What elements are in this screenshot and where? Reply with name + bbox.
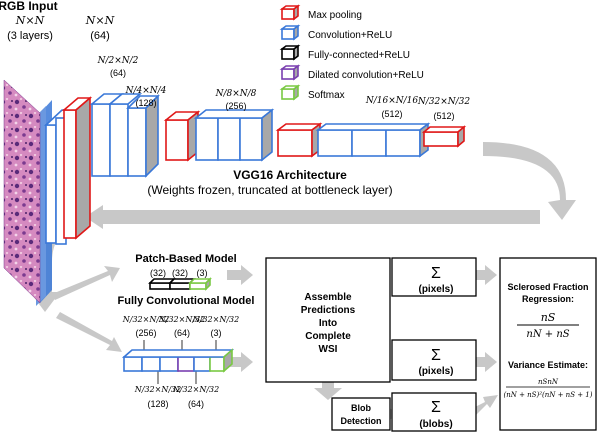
sum-box-fcn [391,339,477,381]
sum-symbol-2: Σ [431,347,441,364]
legend-swatch-side [293,64,299,81]
arrow-to-blob [314,382,342,400]
legend-label: Max pooling [308,10,362,21]
fcn-model-title: Fully Convolutional Model [118,295,255,307]
tissue-image [3,79,41,304]
fcn-bottom-dims-1: N/32×N/32 [134,385,181,394]
fcn-top-ch-3: (3) [211,328,222,338]
patch-model-title: Patch-Based Model [135,253,236,265]
return-bar-head [85,205,103,229]
svg-text:Into: Into [319,318,337,329]
vgg-blocks [43,93,467,245]
legend-swatch [281,8,295,20]
regression-title-2: Regression: [522,294,574,304]
sum-symbol-1: Σ [431,265,441,282]
legend-label: Fully-connected+ReLU [308,50,410,61]
assemble-text: Assemble Predictions Into Complete WSI [301,292,356,355]
fcn-bottom-ch-1: (128) [147,399,168,409]
legend-swatch [281,48,295,60]
sum-label-3: (blobs) [419,419,452,430]
arrow-to-fcn [56,312,122,352]
patch-ch-2: (32) [172,268,188,278]
fcn-bottom-ch-2: (64) [188,399,204,409]
legend-swatch-side [293,84,299,101]
svg-text:Predictions: Predictions [301,305,356,316]
sum-box-patch [391,257,477,297]
fcn-top-ch-1: (256) [135,328,156,338]
legend-swatch [281,88,295,100]
stage-3 [163,108,275,162]
legend-entry: Convolution+ReLU [279,24,392,41]
legend-entry: Fully-connected+ReLU [279,44,410,61]
sum-box-blobs [391,392,477,432]
legend-entry: Dilated convolution+ReLU [279,64,424,81]
arrow-to-patch [52,266,120,300]
fcn-top-dims-3: N/32×N/32 [192,315,239,324]
blob-detection-box [331,397,391,431]
patch-ch-3: (3) [197,268,208,278]
legend-label: Convolution+ReLU [308,30,392,41]
input-dims: N×N [15,14,45,27]
stage-5 [421,125,467,148]
svg-text:Assemble: Assemble [304,292,352,303]
input-title: RGB Input [0,0,58,13]
stage-label-5-dims: N/16×N/16 [365,96,419,106]
fcn-top-dims-2: N/32×N/32 [158,315,205,324]
regression-title: Sclerosed Fraction [507,282,588,292]
legend-entry: Max pooling [279,4,362,21]
curve-arrow-right [483,142,576,220]
stage-label-4-dims: N/8×N/8 [215,89,257,99]
stage-label-6-ch: (512) [433,111,454,121]
stage-label-3-ch: (128) [135,98,156,108]
stage-2 [89,93,160,178]
assemble-box [265,257,391,383]
stage-1 [43,96,93,245]
regression-numerator: nS [541,311,556,324]
stage-label-3-dims: N/4×N/4 [125,86,167,96]
regression-denominator: nN + nS [526,329,569,340]
fcn-model-layers [121,348,235,373]
variance-title: Variance Estimate: [508,360,588,370]
legend-swatch [281,68,295,80]
stage-label-2-ch: (64) [110,68,126,78]
vgg-stage-labels: N×N (64) N/2×N/2 (64) N/4×N/4 (128) N/8×… [85,14,471,121]
input-image [3,79,52,306]
variance-numerator: nSnN [538,378,559,386]
svg-text:Complete: Complete [305,331,351,342]
blob-label-2: Detection [340,416,381,426]
stage-label-1-dims: N×N [85,14,115,27]
patch-ch-1: (32) [150,268,166,278]
vgg-subtitle: (Weights frozen, truncated at bottleneck… [147,183,392,197]
fcn-bottom-dims-2: N/32×N/32 [172,385,219,394]
arrow-blobs-to-result [471,395,498,418]
stage-label-4-ch: (256) [225,101,246,111]
variance-denominator: (nN + nS)²(nN + nS + 1) [503,391,592,399]
fcn-top-ch-2: (64) [174,328,190,338]
results-box [499,257,597,431]
legend-label: Dilated convolution+ReLU [308,70,424,81]
legend-swatch-side [293,4,299,21]
stage-label-5-ch: (512) [381,109,402,119]
input-layers: (3 layers) [7,30,53,42]
return-bar [100,210,540,224]
patch-model-layers [148,277,212,291]
legend-swatch [281,28,295,40]
fcn-top-dims-1: N/32×N/32 [122,315,169,324]
svg-text:WSI: WSI [319,344,338,355]
legend-label: Softmax [308,90,345,101]
legend-swatch-side [293,24,299,41]
stage-label-6-dims: N/32×N/32 [417,97,471,107]
legend-swatch-side [293,44,299,61]
stage-4 [275,122,431,158]
stage-label-1-ch: (64) [90,30,110,42]
sum-symbol-3: Σ [431,399,441,416]
sum-label-2: (pixels) [418,366,453,377]
sum-label-1: (pixels) [418,284,453,295]
legend-entry: Softmax [279,84,345,101]
stage-label-2-dims: N/2×N/2 [97,56,139,66]
vgg-title: VGG16 Architecture [233,168,347,182]
blob-label-1: Blob [351,403,371,413]
